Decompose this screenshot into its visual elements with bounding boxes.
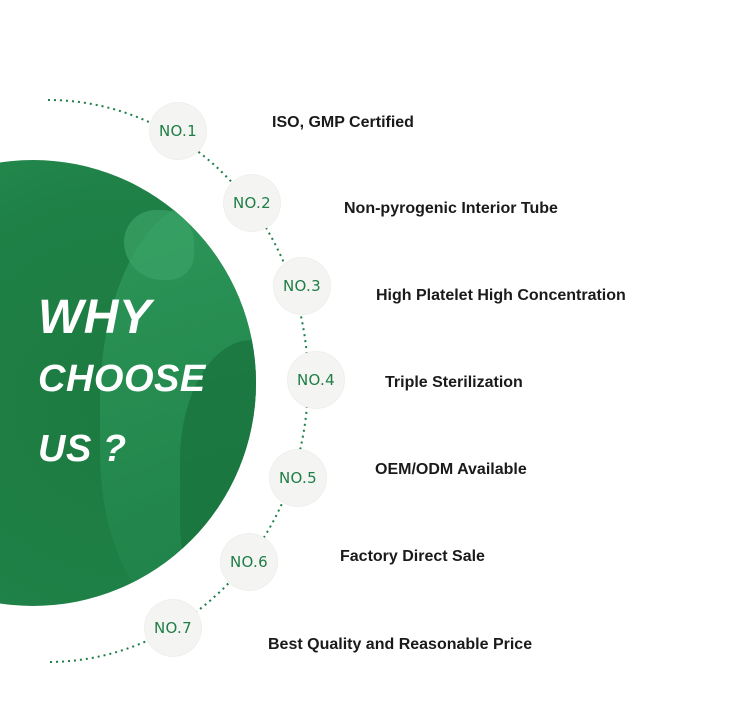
badge-no3: NO.3 [274, 258, 330, 314]
feature-label-7: Best Quality and Reasonable Price [268, 636, 533, 653]
hero-circle [0, 160, 256, 606]
headline-why: WHY [38, 291, 152, 344]
ear-shape [124, 210, 194, 280]
badge-no1: NO.1 [150, 103, 206, 159]
headline-choose: CHOOSE [38, 358, 206, 400]
badge-no5: NO.5 [270, 450, 326, 506]
feature-label-2: Non-pyrogenic Interior Tube [344, 200, 558, 217]
badge-no6: NO.6 [221, 534, 277, 590]
badge-no4: NO.4 [288, 352, 344, 408]
feature-label-1: ISO, GMP Certified [272, 114, 414, 131]
headline-us: US ? [38, 428, 127, 470]
feature-label-3: High Platelet High Concentration [376, 287, 626, 304]
badge-no2: NO.2 [224, 175, 280, 231]
feature-label-4: Triple Sterilization [385, 374, 523, 391]
feature-label-5: OEM/ODM Available [375, 461, 527, 478]
feature-label-6: Factory Direct Sale [340, 548, 485, 565]
badge-no7: NO.7 [145, 600, 201, 656]
